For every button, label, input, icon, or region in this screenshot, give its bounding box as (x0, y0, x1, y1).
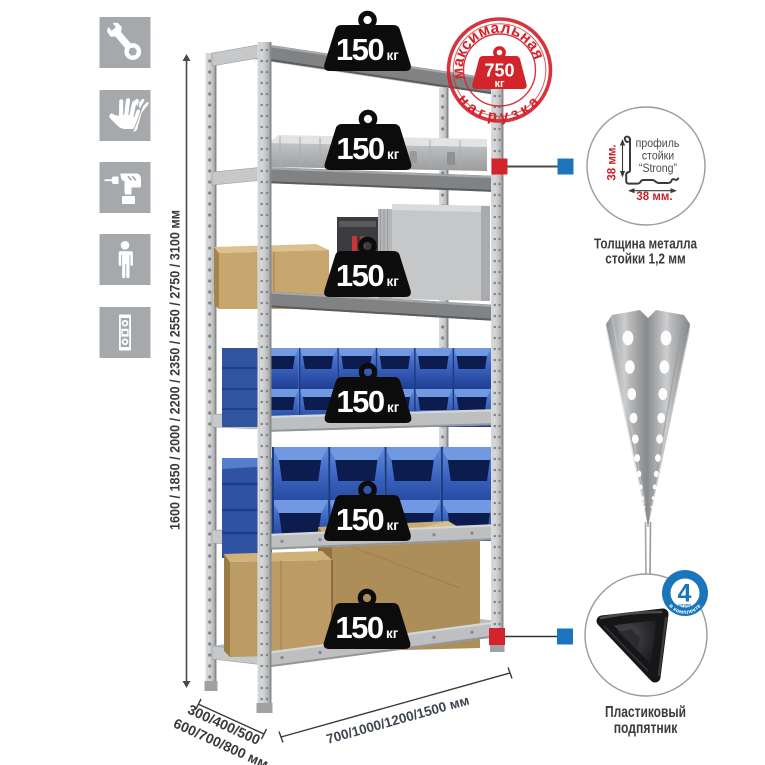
svg-text:кг: кг (494, 78, 505, 90)
svg-text:Толщина металла: Толщина металла (594, 235, 698, 252)
svg-text:750: 750 (484, 61, 514, 81)
svg-text:профиль: профиль (636, 137, 680, 150)
svg-text:4: 4 (678, 580, 692, 608)
svg-text:38 мм.: 38 мм. (636, 191, 672, 203)
svg-text:стойки: стойки (642, 150, 674, 163)
svg-text:штуки: штуки (678, 603, 691, 608)
svg-text:подпятник: подпятник (614, 719, 678, 737)
svg-text:1600 / 1850 / 2000 / 2200 / 23: 1600 / 1850 / 2000 / 2200 / 2350 / 2550 … (168, 210, 183, 530)
svg-text:Пластиковый: Пластиковый (605, 702, 686, 720)
svg-text:стойки 1,2 мм: стойки 1,2 мм (605, 250, 685, 267)
svg-text:“Strong”: “Strong” (639, 162, 677, 175)
svg-text:38 мм.: 38 мм. (607, 144, 619, 180)
